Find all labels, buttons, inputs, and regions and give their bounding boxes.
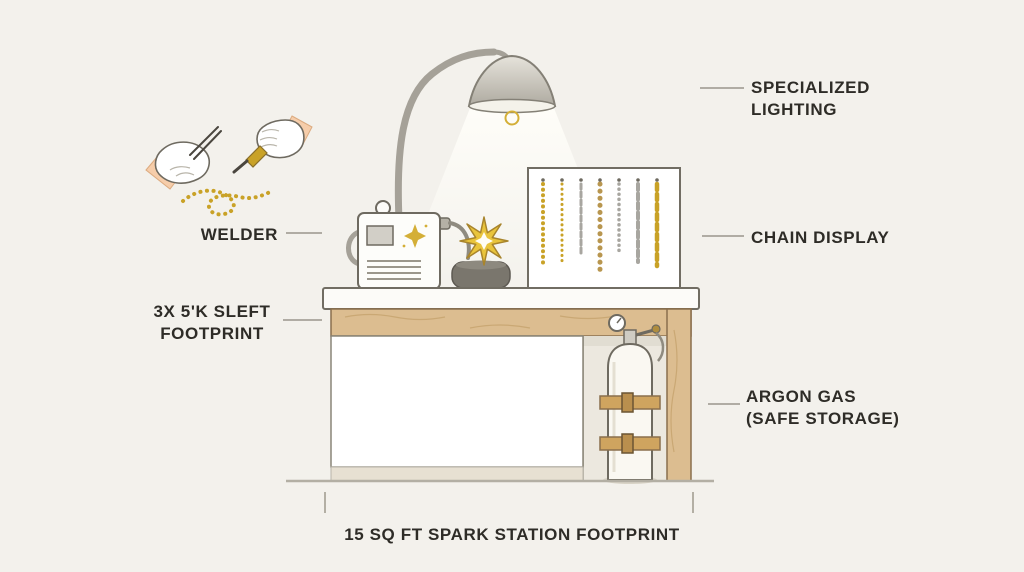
chain-display-board <box>527 167 681 291</box>
lamp-shade <box>467 54 557 126</box>
valve-knob <box>651 324 661 334</box>
hanging-chains <box>541 181 660 273</box>
tweezers-icon <box>189 126 222 160</box>
welder-vents <box>367 260 421 280</box>
cylinder-strap-bottom <box>599 433 661 454</box>
cabinet-base <box>330 466 584 482</box>
wood-apron <box>330 308 692 337</box>
footprint-measure-ticks <box>324 492 694 513</box>
gas-hose <box>655 332 665 362</box>
welder-star-icon <box>404 224 426 248</box>
lamp-bulb-icon <box>504 110 520 126</box>
display-pegs <box>541 178 659 182</box>
tabletop <box>322 287 700 310</box>
welder-body <box>357 212 441 290</box>
cylinder-valve-arm <box>635 328 655 337</box>
welder-cable <box>448 221 471 260</box>
label-chain-display: CHAIN DISPLAY <box>751 228 890 247</box>
right-wood-post <box>666 308 692 482</box>
welder-screen <box>366 225 394 246</box>
gloved-hands-illustration <box>145 115 313 217</box>
cabinet-front-panel <box>330 335 584 468</box>
spark-burst-icon <box>459 216 509 266</box>
label-side-footprint: 3X 5'K SLEFT FOOTPRINT <box>153 302 271 343</box>
label-welder: WELDER <box>200 225 278 244</box>
welder-handle <box>346 229 362 267</box>
workbench <box>322 287 700 482</box>
label-bottom-footprint: 15 SQ FT SPARK STATION FOOTPRINT <box>344 525 680 544</box>
welding-pad <box>451 260 511 289</box>
label-argon-gas: ARGON GAS (SAFE STORAGE) <box>746 387 900 428</box>
label-specialized-lighting: SPECIALIZED LIGHTING <box>751 78 871 119</box>
left-glove <box>154 141 211 184</box>
gold-chain-icon <box>181 188 274 217</box>
cylinder-strap-top <box>599 392 661 413</box>
welder-machine <box>346 200 471 290</box>
gold-torch-tool-icon <box>245 145 268 168</box>
